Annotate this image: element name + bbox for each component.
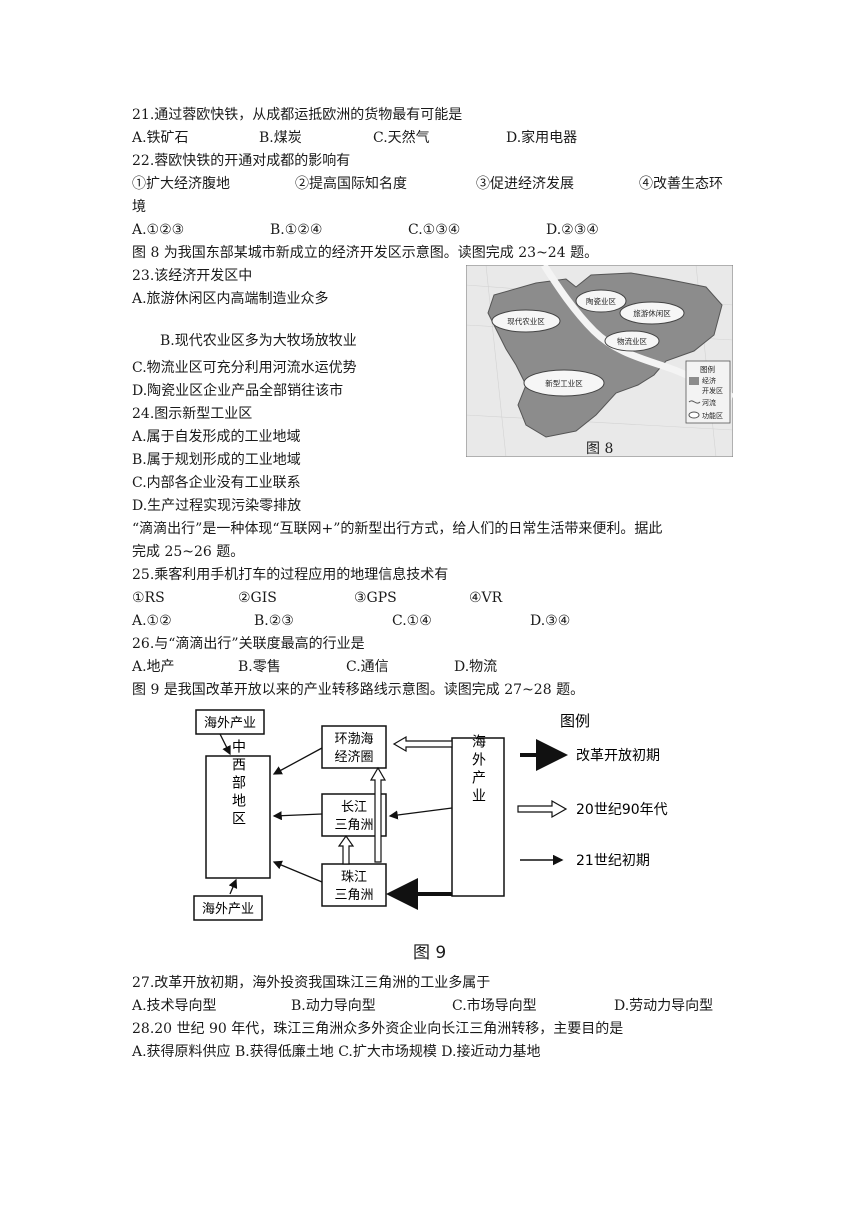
q25-option-c: C.①④ <box>392 613 432 629</box>
q23-option-a: A.旅游休闲区内高端制造业众多 <box>132 291 329 307</box>
figure-9-diagram: 海外产业 中西部地区 海外产业 环渤海 经济圈 长江 三角洲 珠江 三角洲 海外… <box>193 709 668 921</box>
q24-option-b: B.属于规划形成的工业地域 <box>132 452 301 468</box>
figure-8-caption: 图 8 <box>586 441 613 457</box>
q22-item-3: ③促进经济发展 <box>476 176 574 192</box>
q25-stem: 25.乘客利用手机打车的过程应用的地理信息技术有 <box>132 567 449 583</box>
q22-items: ①扩大经济腹地 ②提高国际知名度 ③促进经济发展 ④改善生态环 <box>132 174 723 194</box>
central-west-box <box>205 755 271 879</box>
legend-zone-2: 开发区 <box>702 386 723 395</box>
zone-ceramics <box>575 289 627 313</box>
overseas-bottom-label: 海外产业 <box>202 902 254 917</box>
pearl-label-1: 珠江 <box>341 870 367 885</box>
q25-item-3: ③GPS <box>354 590 397 606</box>
q22-items-tail: 境 <box>132 199 146 215</box>
q23-stem: 23.该经济开发区中 <box>132 268 253 284</box>
zone-modern-agri <box>491 309 561 333</box>
bohai-label-1: 环渤海 <box>334 731 373 747</box>
q23-option-d: D.陶瓷业区企业产品全部销往该市 <box>132 383 344 399</box>
q28-stem: 28.20 世纪 90 年代，珠江三角洲众多外资企业向长江三角洲转移，主要目的是 <box>132 1021 624 1037</box>
yangtze-label-1: 长江 <box>341 800 367 815</box>
legend-title: 图例 <box>700 364 715 374</box>
q28-options: A.获得原料供应 B.获得低廉土地 C.扩大市场规模 D.接近动力基地 <box>132 1044 541 1060</box>
q22-stem: 22.蓉欧快铁的开通对成都的影响有 <box>132 153 351 169</box>
q26-stem: 26.与“滴滴出行”关联度最高的行业是 <box>132 636 365 652</box>
q22-option-c: C.①③④ <box>408 222 461 238</box>
q27-option-d: D.劳动力导向型 <box>614 998 714 1014</box>
q27-option-a: A.技术导向型 <box>132 998 217 1014</box>
figure-8-map: 陶瓷业区 现代农业区 旅游休闲区 物流业区 新型工业区 图例 经济 开发区 河流… <box>466 265 733 457</box>
q25-item-1: ①RS <box>132 590 165 606</box>
yangtze-label-2: 三角洲 <box>334 818 373 833</box>
pearl-label-2: 三角洲 <box>334 888 373 903</box>
q26-option-b: B.零售 <box>238 659 281 675</box>
zone-tourism-label: 旅游休闲区 <box>633 308 671 318</box>
overseas-top-label: 海外产业 <box>204 716 256 731</box>
zone-ceramics-label: 陶瓷业区 <box>586 296 616 306</box>
q22-item-4: ④改善生态环 <box>639 176 723 192</box>
zone-tourism <box>619 301 685 325</box>
legend-1990s: 20世纪90年代 <box>576 802 668 818</box>
q21-options: A.铁矿石 B.煤炭 C.天然气 D.家用电器 <box>132 128 577 148</box>
zone-new-industry <box>523 369 605 397</box>
q22-item-1: ①扩大经济腹地 <box>132 176 230 192</box>
q22-option-d: D.②③④ <box>546 222 599 238</box>
legend-2000s: 21世纪初期 <box>576 852 650 869</box>
bohai-label-2: 经济圈 <box>334 750 373 765</box>
q25-option-b: B.②③ <box>254 613 294 629</box>
legend-reform-early: 改革开放初期 <box>576 747 660 764</box>
q22-option-a: A.①②③ <box>132 222 185 238</box>
q26-option-a: A.地产 <box>132 659 175 675</box>
q24-option-d: D.生产过程实现污染零排放 <box>132 498 302 514</box>
q25-option-a: A.①② <box>132 613 172 629</box>
legend-zone: 经济 <box>702 376 716 385</box>
q25-option-d: D.③④ <box>530 613 571 629</box>
q27-options: A.技术导向型 B.动力导向型 C.市场导向型 D.劳动力导向型 <box>132 996 713 1016</box>
q25-item-4: ④VR <box>469 590 503 606</box>
intro-23-24: 图 8 为我国东部某城市新成立的经济开发区示意图。读图完成 23~24 题。 <box>132 245 599 261</box>
q27-option-c: C.市场导向型 <box>452 998 537 1014</box>
zone-logistics <box>604 330 660 352</box>
q25-options: A.①② B.②③ C.①④ D.③④ <box>132 611 570 631</box>
q21-option-d: D.家用电器 <box>506 130 578 146</box>
overseas-right-label: 海外产业 <box>470 734 486 806</box>
zone-new-industry-label: 新型工业区 <box>545 378 583 388</box>
q27-stem: 27.改革开放初期，海外投资我国珠江三角洲的工业多属于 <box>132 975 491 991</box>
q23-option-b: B.现代农业区多为大牧场放牧业 <box>160 333 357 349</box>
q21-option-c: C.天然气 <box>373 130 430 146</box>
intro-25-26-line2: 完成 25~26 题。 <box>132 544 245 560</box>
q25-item-2: ②GIS <box>238 590 277 606</box>
q24-stem: 24.图示新型工业区 <box>132 406 253 422</box>
legend-river: 河流 <box>702 398 716 407</box>
zone-logistics-label: 物流业区 <box>617 336 647 346</box>
q27-option-b: B.动力导向型 <box>291 998 376 1014</box>
q21-stem: 21.通过蓉欧快铁，从成都运抵欧洲的货物最有可能是 <box>132 107 463 123</box>
q22-item-2: ②提高国际知名度 <box>295 176 407 192</box>
q25-items: ①RS ②GIS ③GPS ④VR <box>132 588 502 608</box>
intro-27-28: 图 9 是我国改革开放以来的产业转移路线示意图。读图完成 27~28 题。 <box>132 682 585 698</box>
q21-option-b: B.煤炭 <box>259 130 302 146</box>
figure-9-caption: 图 9 <box>413 943 447 963</box>
q26-options: A.地产 B.零售 C.通信 D.物流 <box>132 657 497 677</box>
intro-25-26-line1: “滴滴出行”是一种体现“互联网+”的新型出行方式，给人们的日常生活带来便利。据此 <box>132 521 663 537</box>
q26-option-c: C.通信 <box>346 659 389 675</box>
fig9-legend-title: 图例 <box>560 712 590 730</box>
q26-option-d: D.物流 <box>454 659 498 675</box>
q22-options: A.①②③ B.①②④ C.①③④ D.②③④ <box>132 220 599 240</box>
q21-option-a: A.铁矿石 <box>132 130 189 146</box>
central-west-label: 中西部地区 <box>230 739 246 829</box>
q24-option-a: A.属于自发形成的工业地域 <box>132 429 301 445</box>
zone-modern-agri-label: 现代农业区 <box>507 316 545 326</box>
legend-function: 功能区 <box>702 411 723 420</box>
q22-option-b: B.①②④ <box>270 222 323 238</box>
figure-8-legend: 图例 经济 开发区 河流 功能区 <box>685 360 731 424</box>
q23-option-c: C.物流业区可充分利用河流水运优势 <box>132 360 357 376</box>
q24-option-c: C.内部各企业没有工业联系 <box>132 475 301 491</box>
